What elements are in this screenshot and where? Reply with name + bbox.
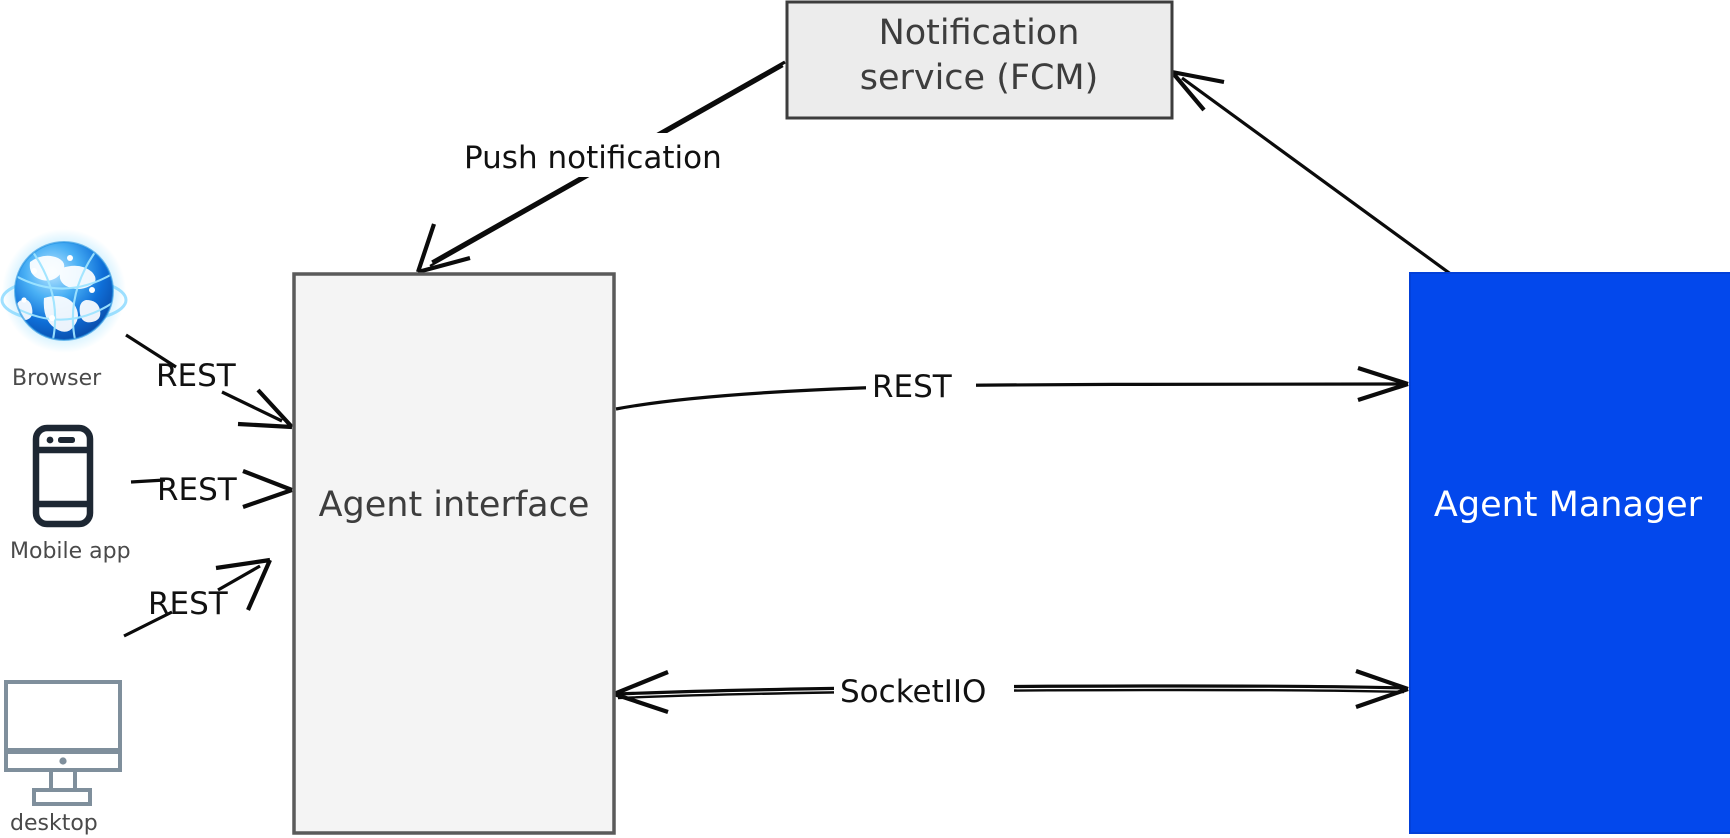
push-notification-label: Push notification bbox=[464, 140, 722, 176]
smartphone-icon bbox=[32, 424, 94, 528]
edge-mobile-to-agent-interface: REST bbox=[130, 469, 293, 509]
browser-caption: Browser bbox=[12, 366, 102, 391]
notification-service-label-line2: service (FCM) bbox=[860, 58, 1099, 98]
node-agent-interface[interactable]: Agent interface bbox=[292, 272, 616, 835]
edge-agent-interface-to-agent-manager-rest: REST bbox=[615, 362, 1409, 411]
desktop-caption: desktop bbox=[10, 811, 98, 836]
rest-label-mobile: REST bbox=[157, 472, 238, 508]
edge-agent-interface-agent-manager-socketio: SocketIIO bbox=[613, 664, 1409, 714]
notification-service-box[interactable] bbox=[785, 0, 1174, 120]
agent-manager-label: Agent Manager bbox=[1434, 485, 1703, 525]
node-notification-service[interactable]: Notification service (FCM) bbox=[785, 0, 1174, 120]
rest-label-browser: REST bbox=[156, 358, 237, 394]
mobile-app-caption: Mobile app bbox=[10, 539, 131, 564]
socketio-label: SocketIIO bbox=[840, 674, 986, 710]
monitor-icon bbox=[4, 680, 122, 806]
edge-browser-to-agent-interface: REST bbox=[125, 333, 294, 430]
edge-label-push-notification: Push notification bbox=[456, 133, 746, 177]
edge-desktop-to-agent-interface: REST bbox=[123, 557, 272, 638]
node-agent-manager[interactable]: Agent Manager bbox=[1409, 272, 1730, 834]
globe-icon bbox=[0, 229, 128, 353]
notification-service-label-line1: Notification bbox=[879, 13, 1080, 53]
agent-interface-label: Agent interface bbox=[319, 485, 590, 525]
edge-agent-manager-to-notification-service bbox=[1170, 69, 1453, 277]
agent-interface-box[interactable] bbox=[292, 272, 616, 835]
rest-label-desktop: REST bbox=[148, 586, 229, 622]
agent-manager-box[interactable] bbox=[1409, 272, 1730, 834]
rest-label-agent-manager: REST bbox=[872, 369, 953, 405]
